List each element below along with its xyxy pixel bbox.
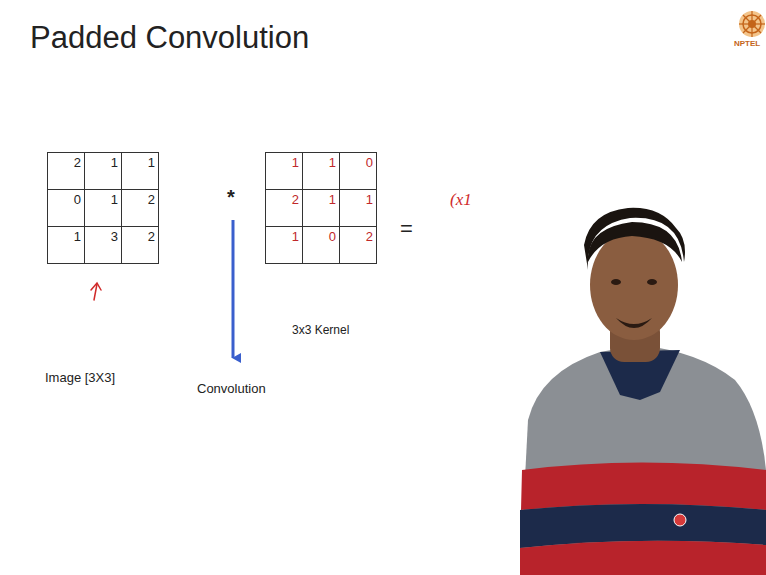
kernel-cell: 1 xyxy=(340,192,373,208)
kernel-cell: 2 xyxy=(266,192,299,208)
kernel-cell: 0 xyxy=(340,155,373,171)
kernel-cell: 1 xyxy=(303,192,336,208)
matrix-cell: 2 xyxy=(48,155,81,171)
matrix-cell: 1 xyxy=(85,155,118,171)
kernel-caption: 3x3 Kernel xyxy=(292,323,349,337)
convolution-operator: * xyxy=(227,186,235,209)
nptel-logo xyxy=(739,11,765,37)
matrix-cell: 1 xyxy=(48,229,81,245)
handwritten-arrow xyxy=(91,283,101,300)
image-grid xyxy=(48,153,159,264)
kernel-cell: 1 xyxy=(266,229,299,245)
matrix-cell: 0 xyxy=(48,192,81,208)
matrix-cell: 3 xyxy=(85,229,118,245)
convolution-arrow xyxy=(232,220,235,358)
kernel-cell: 0 xyxy=(303,229,336,245)
matrix-cell: 2 xyxy=(122,192,155,208)
kernel-cell: 2 xyxy=(340,229,373,245)
kernel-cell: 1 xyxy=(266,155,299,171)
kernel-grid xyxy=(266,153,377,264)
logo-text: NPTEL xyxy=(734,39,760,48)
handwritten-note: (x1 xyxy=(450,190,472,210)
presenter-figure xyxy=(520,208,766,575)
equals-sign: = xyxy=(400,216,413,242)
image-caption: Image [3X3] xyxy=(45,370,115,385)
matrix-cell: 1 xyxy=(85,192,118,208)
kernel-cell: 1 xyxy=(303,155,336,171)
slide-title: Padded Convolution xyxy=(30,18,309,58)
matrix-cell: 2 xyxy=(122,229,155,245)
matrix-cell: 1 xyxy=(122,155,155,171)
convolution-caption: Convolution xyxy=(197,381,266,396)
